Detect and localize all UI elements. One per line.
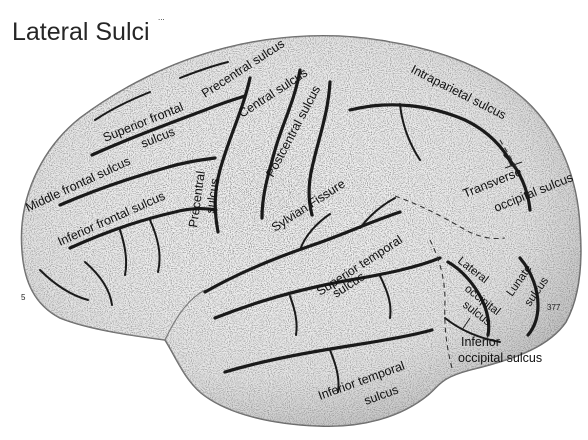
brain-outline — [20, 34, 582, 428]
label-precentral-mid-line2: sulcus — [203, 177, 222, 214]
corner-mark: ... — [158, 13, 165, 22]
left-numeral: 5 — [21, 293, 26, 302]
label-pointers — [461, 161, 523, 331]
right-number: 377 — [547, 303, 561, 312]
diagram-title: Lateral Sulci — [12, 18, 150, 46]
label-inferior-occipital-line2: occipital sulcus — [458, 351, 542, 365]
label-inferior-occipital-line1: Inferior — [461, 335, 500, 349]
sulci-lines — [39, 61, 540, 393]
